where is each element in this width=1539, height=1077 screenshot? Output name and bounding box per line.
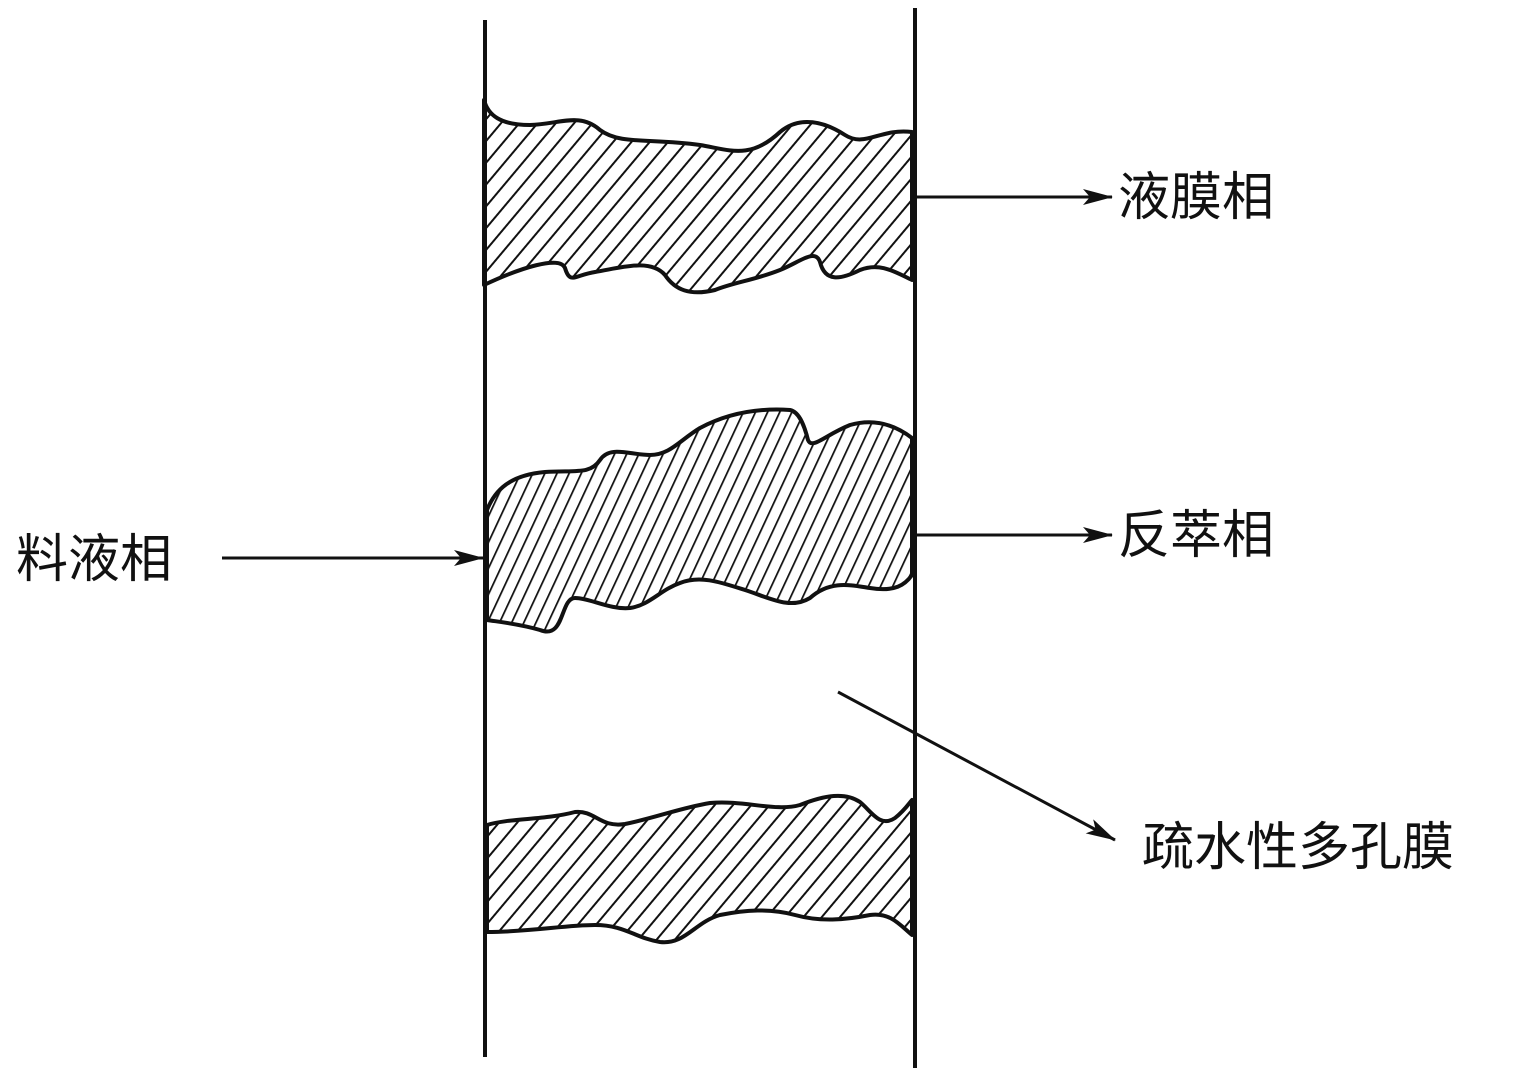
liquid-membrane-pore-bottom <box>485 793 914 945</box>
liquid-membrane-pore-middle <box>485 407 914 634</box>
label-liquid-membrane-phase: 液膜相 <box>1118 168 1275 228</box>
label-stripping-phase: 反萃相 <box>1118 506 1275 566</box>
label-feed-phase: 料液相 <box>16 530 173 590</box>
liquid-membrane-pore-top <box>482 98 914 295</box>
arrow-porous-membrane <box>837 690 1116 842</box>
label-hydrophobic-porous-membrane: 疏水性多孔膜 <box>1142 818 1455 878</box>
